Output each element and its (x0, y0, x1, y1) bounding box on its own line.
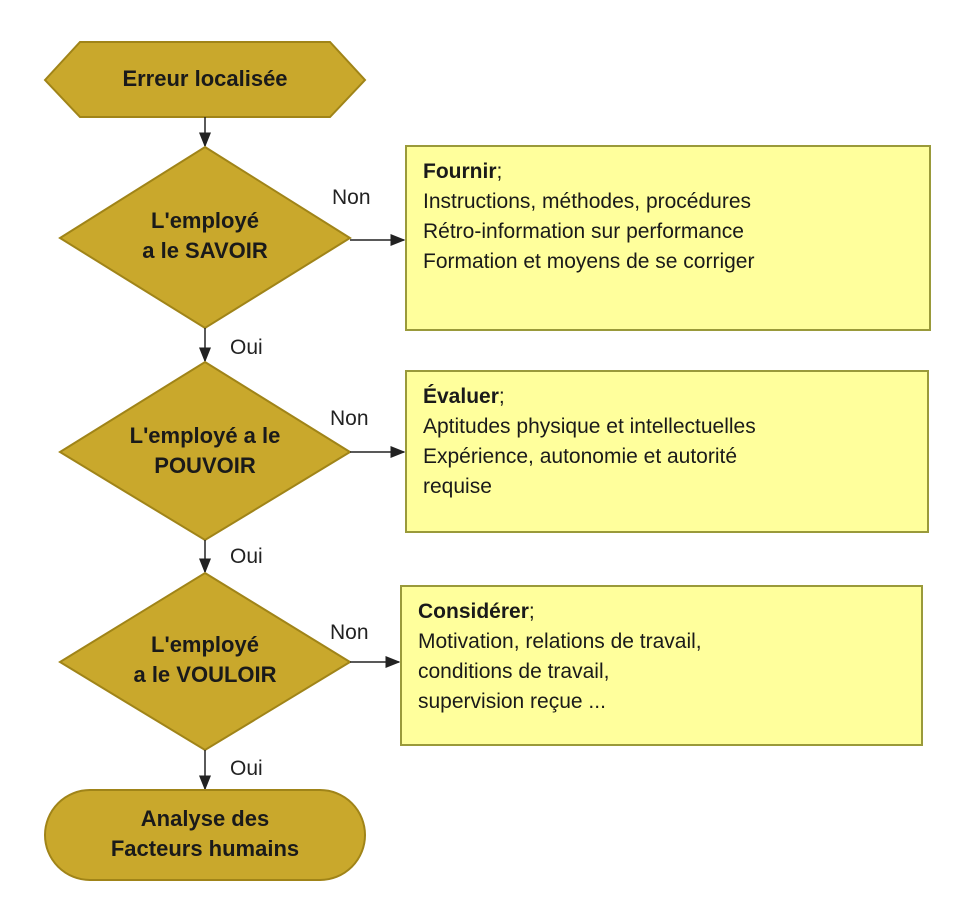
end-line: Facteurs humains (110, 836, 300, 861)
yes-label: Oui (230, 336, 263, 359)
decision-line: L'employé a le (129, 423, 281, 448)
decision-line: a le SAVOIR (142, 238, 268, 263)
no-label: Non (332, 186, 371, 209)
decision-savoir-text: L'employé a le SAVOIR (60, 206, 350, 266)
end-line: Analyse des (140, 806, 270, 831)
box-line: Rétro-information sur performance (423, 220, 744, 243)
box-line: Instructions, méthodes, procédures (423, 190, 752, 213)
action-box-evaluer: Évaluer; Aptitudes physique et intellect… (405, 370, 929, 533)
box-line: Motivation, relations de travail, (418, 630, 702, 653)
action-box-fournir: Fournir; Instructions, méthodes, procédu… (405, 145, 931, 331)
box-title: Évaluer (423, 385, 499, 408)
box-title-row: Fournir; (423, 157, 913, 187)
end-text: Analyse des Facteurs humains (45, 804, 365, 864)
box-title-suffix: ; (498, 385, 505, 408)
decision-line: a le VOULOIR (133, 662, 277, 687)
start-label: Erreur localisée (122, 66, 288, 91)
box-line: Expérience, autonomie et autorité (423, 445, 738, 468)
decision-line: L'employé (151, 208, 259, 233)
decision-vouloir-text: L'employé a le VOULOIR (60, 630, 350, 690)
box-title-suffix: ; (496, 160, 503, 183)
box-line: requise (423, 475, 492, 498)
no-label: Non (330, 407, 369, 430)
box-title: Considérer (418, 600, 529, 623)
box-line: Aptitudes physique et intellectuelles (423, 415, 756, 438)
box-title-suffix: ; (528, 600, 535, 623)
box-title: Fournir (423, 160, 497, 183)
action-box-considerer: Considérer; Motivation, relations de tra… (400, 585, 923, 746)
start-hexagon (43, 41, 367, 118)
box-line: supervision reçue ... (418, 690, 606, 713)
decision-line: POUVOIR (154, 453, 256, 478)
box-title-row: Considérer; (418, 597, 905, 627)
yes-label: Oui (230, 545, 263, 568)
box-line: conditions de travail, (418, 660, 610, 683)
decision-line: L'employé (151, 632, 259, 657)
decision-pouvoir-text: L'employé a le POUVOIR (60, 421, 350, 481)
box-line: Formation et moyens de se corriger (423, 250, 755, 273)
no-label: Non (330, 621, 369, 644)
end-terminal (44, 789, 366, 881)
box-title-row: Évaluer; (423, 382, 911, 412)
yes-label: Oui (230, 757, 263, 780)
